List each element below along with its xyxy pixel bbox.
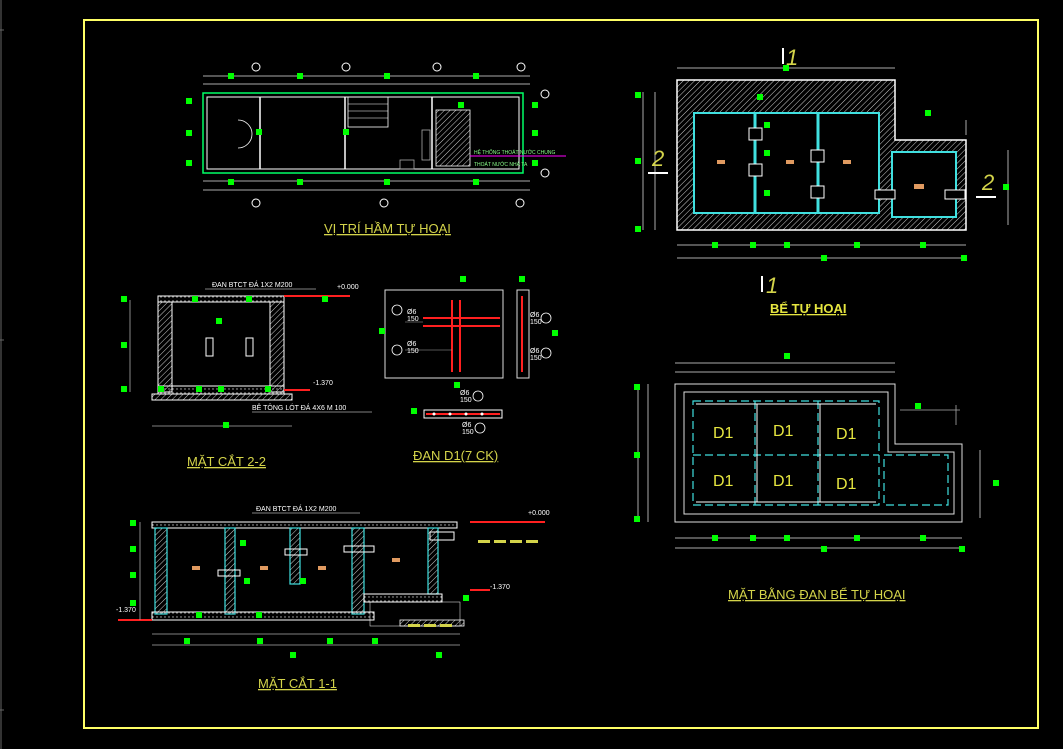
rebar-e-spacing: 150 xyxy=(460,397,472,404)
note-be-tong-lot: BÊ TÔNG LÓT ĐÁ 4X6 M 100 xyxy=(252,403,346,412)
section-mark-1-bottom: 1 xyxy=(766,273,778,298)
drawing-frame xyxy=(83,19,1039,729)
rebar-e: Ø6 xyxy=(460,390,469,397)
plan-note-1: HỆ THỐNG THOÁT NƯỚC CHUNG xyxy=(474,148,555,156)
slab-label-6: D1 xyxy=(836,476,857,493)
slab-label-5: D1 xyxy=(773,473,794,490)
slab-label-4: D1 xyxy=(713,473,734,490)
slab-d1-detail[interactable]: Ø6 150 Ø6 150 Ø6 150 Ø6 150 Ø6 150 Ø6 15… xyxy=(379,276,558,463)
label-vi-tri-ham: VỊ TRÍ HẦM TỰ HOẠI xyxy=(324,221,451,236)
label-be-tu-hoai: BỂ TỰ HOẠI xyxy=(770,301,847,316)
rebar-d-spacing: 150 xyxy=(530,355,542,362)
section-mark-1-top: 1 xyxy=(786,45,798,70)
rebar-b-spacing: 150 xyxy=(407,348,419,355)
rebar-c-spacing: 150 xyxy=(530,319,542,326)
rebar-d: Ø6 xyxy=(530,348,539,355)
level-1370-a: -1.370 xyxy=(313,380,333,387)
slab-label-1: D1 xyxy=(713,425,734,442)
note-dan-btct-bottom: ĐAN BTCT ĐÁ 1X2 M200 xyxy=(256,504,337,513)
section-1-1[interactable]: ĐAN BTCT ĐÁ 1X2 M200 +0.000 -1.370 -1.37… xyxy=(116,504,550,691)
rebar-f: Ø6 xyxy=(462,422,471,429)
rebar-c: Ø6 xyxy=(530,312,539,319)
level-1370-c: -1.370 xyxy=(116,607,136,614)
plan-note-2: THOÁT NƯỚC NHÀ TA xyxy=(474,161,528,168)
slab-label-2: D1 xyxy=(773,423,794,440)
label-dan-d1: ĐAN D1(7 CK) xyxy=(413,448,498,463)
rebar-f-spacing: 150 xyxy=(462,429,474,436)
rebar-a-spacing: 150 xyxy=(407,316,419,323)
slab-label-3: D1 xyxy=(836,426,857,443)
note-dan-btct-top: ĐAN BTCT ĐÁ 1X2 M200 xyxy=(212,280,293,289)
rebar-a: Ø6 xyxy=(407,309,416,316)
section-mark-2-left: 2 xyxy=(651,146,664,171)
slab-plan[interactable]: D1 D1 D1 D1 D1 D1 MẶT BẰNG ĐAN BỂ TỰ HOẠ… xyxy=(634,353,999,602)
site-plan[interactable]: HỆ THỐNG THOÁT NƯỚC CHUNG THOÁT NƯỚC NHÀ… xyxy=(186,62,566,236)
section-2-2[interactable]: ĐAN BTCT ĐÁ 1X2 M200 +0.000 -1.370 BÊ TÔ… xyxy=(121,280,372,469)
level-000-a: +0.000 xyxy=(337,284,359,291)
label-mat-cat-1-1: MẶT CẮT 1-1 xyxy=(258,676,337,691)
section-mark-2-right: 2 xyxy=(981,170,994,195)
label-mat-bang-dan: MẶT BẰNG ĐAN BỂ TỰ HOẠI xyxy=(728,587,906,602)
level-000-b: +0.000 xyxy=(528,510,550,517)
level-1370-b: -1.370 xyxy=(490,584,510,591)
label-mat-cat-2-2: MẶT CẮT 2-2 xyxy=(187,454,266,469)
rebar-b: Ø6 xyxy=(407,341,416,348)
septic-tank-plan[interactable]: 1 1 2 2 BỂ TỰ HOẠI xyxy=(635,45,1009,316)
